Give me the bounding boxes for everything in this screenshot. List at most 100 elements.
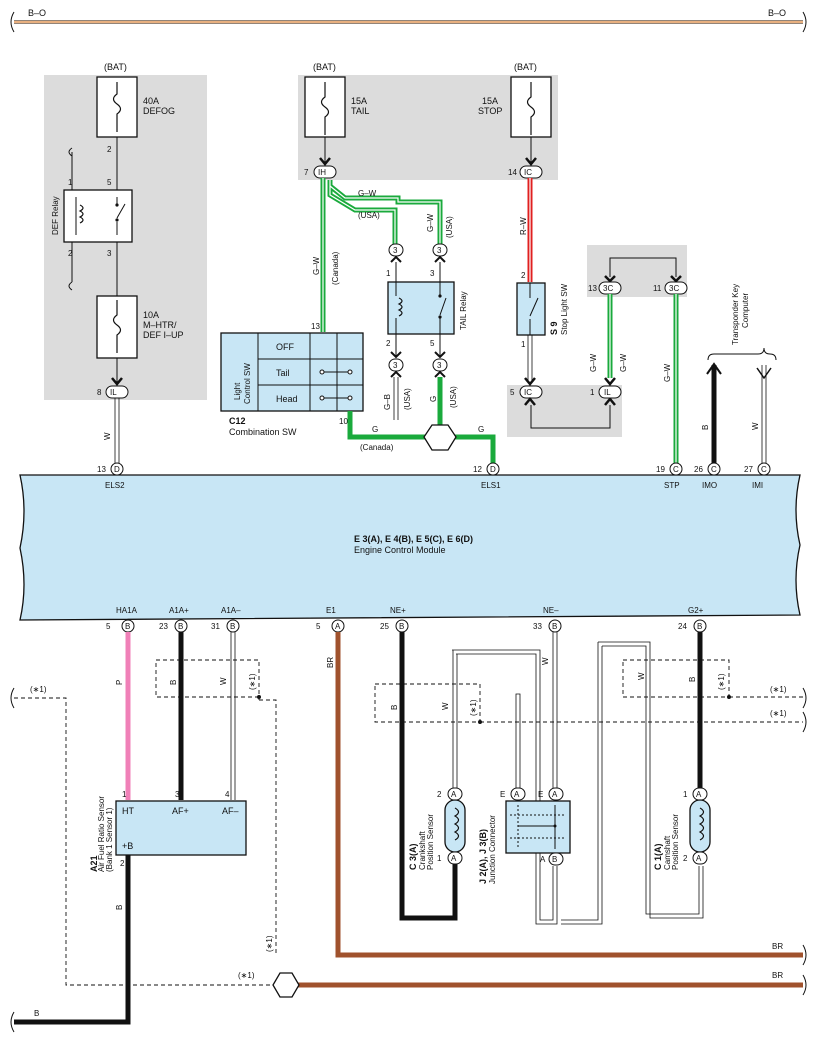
pin-label: E1: [326, 606, 336, 615]
svg-text:(USA): (USA): [403, 388, 412, 410]
svg-text:Position Sensor: Position Sensor: [426, 814, 435, 870]
pin-number: 13: [97, 465, 106, 474]
svg-text:W: W: [103, 432, 112, 440]
svg-text:3C: 3C: [669, 284, 679, 293]
svg-text:15A: 15A: [351, 96, 367, 106]
svg-text:R–W: R–W: [519, 217, 528, 235]
pin-label: G2+: [688, 606, 704, 615]
svg-text:A: A: [514, 790, 520, 799]
af-sensor: 1 3 4 HT AF+ AF– +B A21 Air Fuel Ratio S…: [10, 790, 247, 1033]
svg-text:A: A: [552, 790, 558, 799]
svg-text:J 2(A), J 3(B): J 2(A), J 3(B): [478, 829, 488, 884]
svg-text:3C: 3C: [603, 284, 613, 293]
svg-text:2: 2: [107, 145, 112, 154]
svg-text:1: 1: [521, 340, 526, 349]
ecm-bottom-pin: G2+B24: [678, 606, 707, 633]
svg-text:+B: +B: [122, 841, 133, 851]
def-relay: [63, 189, 133, 243]
pin-label: IMO: [702, 481, 717, 490]
pin-number: 33: [533, 622, 542, 631]
pin-number: 5: [106, 622, 111, 631]
svg-text:10A: 10A: [143, 310, 159, 320]
svg-text:1: 1: [68, 178, 73, 187]
svg-text:IL: IL: [110, 388, 117, 397]
top-bus: B–O B–O: [10, 8, 807, 33]
svg-text:BR: BR: [772, 942, 783, 951]
pin-label: ELS1: [481, 481, 501, 490]
fuse-defog-rating: 40A: [143, 96, 159, 106]
pin-conn: C: [711, 465, 717, 474]
svg-text:STOP: STOP: [478, 106, 502, 116]
svg-text:A: A: [696, 790, 702, 799]
svg-text:1: 1: [590, 388, 595, 397]
svg-text:(USA): (USA): [445, 216, 454, 238]
ecm: E 3(A), E 4(B), E 5(C), E 6(D) Engine Co…: [19, 474, 801, 621]
transponder-section: Transponder Key Computer B W: [701, 284, 777, 463]
defog-section: (BAT) 40A DEFOG 2 1 5 DEF Relay 2 3 10A …: [51, 62, 184, 463]
pin-number: 23: [159, 622, 168, 631]
pin-number: 26: [694, 465, 703, 474]
svg-text:3: 3: [175, 790, 180, 799]
svg-text:G: G: [372, 425, 378, 434]
ecm-name: Engine Control Module: [354, 545, 446, 555]
stop-light-switch: [516, 282, 546, 336]
pin-label: STP: [664, 481, 680, 490]
crank-sensor: A 2 A 1 C 3(A) Crankshaft Position Senso…: [408, 787, 466, 870]
svg-text:(∗1): (∗1): [265, 935, 274, 952]
bat-label-defog: (BAT): [104, 62, 127, 72]
svg-text:IH: IH: [318, 168, 326, 177]
stop-section: (BAT) 15A STOP IC 14 R–W 2 S 9 Stop Ligh…: [478, 62, 688, 463]
svg-text:(∗1): (∗1): [469, 699, 478, 716]
pin-number: 19: [656, 465, 665, 474]
fuse-defog-name: DEFOG: [143, 106, 175, 116]
svg-text:(Canada): (Canada): [360, 443, 394, 452]
svg-text:1: 1: [122, 790, 127, 799]
svg-text:A: A: [451, 790, 457, 799]
svg-text:2: 2: [120, 859, 125, 868]
svg-text:(∗1): (∗1): [770, 709, 787, 718]
svg-text:G–W: G–W: [589, 353, 598, 372]
pin-label: NE–: [543, 606, 559, 615]
svg-text:IL: IL: [604, 388, 611, 397]
svg-text:BR: BR: [772, 971, 783, 980]
svg-text:2: 2: [68, 249, 73, 258]
svg-text:E: E: [500, 790, 505, 799]
svg-text:(∗1): (∗1): [248, 673, 257, 690]
junction-connector: A E A E B A J 2(A), J 3(B) Junction Conn…: [478, 787, 571, 884]
svg-text:G: G: [478, 425, 484, 434]
svg-text:C12: C12: [229, 416, 246, 426]
svg-text:1: 1: [437, 854, 442, 863]
svg-text:G–W: G–W: [358, 189, 377, 198]
svg-text:IC: IC: [524, 168, 532, 177]
svg-text:IC: IC: [524, 388, 532, 397]
svg-text:AF+: AF+: [172, 806, 189, 816]
svg-text:(USA): (USA): [449, 386, 458, 408]
pin-number: 5: [316, 622, 321, 631]
svg-text:(Canada): (Canada): [331, 251, 340, 285]
svg-text:G: G: [429, 396, 438, 402]
svg-text:Position Sensor: Position Sensor: [671, 814, 680, 870]
pin-conn: C: [761, 465, 767, 474]
svg-text:DEF I–UP: DEF I–UP: [143, 330, 184, 340]
svg-text:W: W: [541, 657, 550, 665]
svg-text:C 1(A): C 1(A): [653, 843, 663, 870]
svg-text:3: 3: [437, 361, 442, 370]
svg-text:(∗1): (∗1): [30, 685, 47, 694]
pin-label: NE+: [390, 606, 406, 615]
svg-text:TAIL: TAIL: [351, 106, 369, 116]
pin-label: ELS2: [105, 481, 125, 490]
svg-text:1: 1: [683, 790, 688, 799]
svg-text:TAIL Relay: TAIL Relay: [459, 291, 468, 330]
svg-text:B: B: [34, 1009, 39, 1018]
svg-text:3: 3: [393, 246, 398, 255]
pin-label: A1A+: [169, 606, 189, 615]
ecm-bottom-pin: NE+B25: [380, 606, 409, 633]
svg-text:B: B: [701, 425, 710, 430]
tail-relay: [387, 281, 455, 335]
svg-text:(USA): (USA): [358, 211, 380, 220]
svg-text:11: 11: [653, 284, 662, 293]
